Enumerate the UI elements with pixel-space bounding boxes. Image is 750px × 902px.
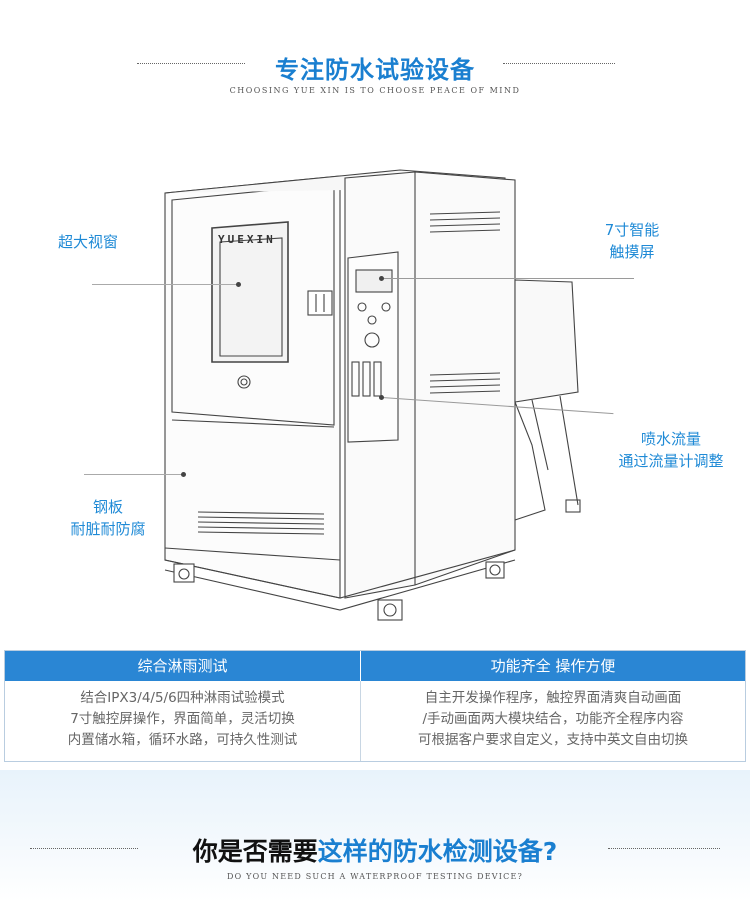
- question-highlight: 这样的防水检测设备?: [317, 837, 558, 866]
- callout-touchscreen: 7寸智能 触摸屏: [598, 219, 666, 263]
- callout-flow-line2: 通过流量计调整: [618, 452, 724, 470]
- leader-touchscreen-dot: [379, 276, 384, 281]
- feature-column-2: 功能齐全 操作方便 自主开发操作程序，触控界面清爽自动画面 /手动画面两大模块结…: [361, 651, 745, 761]
- callout-steel-line1: 钢板: [92, 498, 123, 516]
- callout-flow: 喷水流量 通过流量计调整: [606, 428, 736, 472]
- feature-line: /手动画面两大模块结合，功能齐全程序内容: [422, 711, 684, 727]
- question-part1: 你是否需要: [192, 837, 318, 866]
- leader-steel-dot: [181, 472, 186, 477]
- leader-flow-dot: [379, 395, 384, 400]
- callout-window: 超大视窗: [58, 233, 119, 251]
- feature-title-1: 综合淋雨测试: [5, 651, 360, 681]
- feature-column-1: 综合淋雨测试 结合IPX3/4/5/6四种淋雨试验模式 7寸触控屏操作，界面简单…: [5, 651, 360, 761]
- question-title: 你是否需要这样的防水检测设备?: [0, 832, 750, 868]
- feature-line: 可根据客户要求自定义，支持中英文自由切换: [418, 732, 688, 748]
- callout-flow-line1: 喷水流量: [640, 430, 701, 448]
- feature-line: 内置储水箱，循环水路，可持久性测试: [67, 732, 298, 748]
- feature-divider: [360, 681, 361, 761]
- header-divider: [360, 651, 361, 681]
- question-divider-right: [608, 848, 720, 849]
- question-divider-left: [30, 848, 138, 849]
- callout-touchscreen-line2: 触摸屏: [609, 243, 655, 261]
- feature-body-2: 自主开发操作程序，触控界面清爽自动画面 /手动画面两大模块结合，功能齐全程序内容…: [361, 681, 745, 751]
- bottom-banner: [0, 770, 750, 902]
- feature-line: 自主开发操作程序，触控界面清爽自动画面: [424, 690, 682, 706]
- feature-body-1: 结合IPX3/4/5/6四种淋雨试验模式 7寸触控屏操作，界面简单，灵活切换 内…: [5, 681, 360, 751]
- page-subtitle: CHOOSING YUE XIN IS TO CHOOSE PEACE OF M…: [229, 86, 521, 95]
- feature-table: 综合淋雨测试 结合IPX3/4/5/6四种淋雨试验模式 7寸触控屏操作，界面简单…: [4, 650, 746, 762]
- callout-steel-line2: 耐脏耐防腐: [70, 520, 146, 538]
- callout-touchscreen-line1: 7寸智能: [604, 221, 660, 239]
- page-title: 专注防水试验设备: [275, 56, 475, 84]
- divider-left: [137, 63, 245, 64]
- leader-steel: [84, 474, 184, 475]
- feature-line: 结合IPX3/4/5/6四种淋雨试验模式: [80, 690, 285, 706]
- question-subtitle: DO YOU NEED SUCH A WATERPROOF TESTING DE…: [227, 872, 523, 881]
- machine-brand: YUEXIN: [218, 233, 276, 246]
- divider-right: [503, 63, 615, 64]
- callout-steel: 钢板 耐脏耐防腐: [48, 496, 168, 540]
- leader-window-dot: [236, 282, 241, 287]
- feature-title-2: 功能齐全 操作方便: [361, 651, 745, 681]
- leader-window: [92, 284, 238, 285]
- feature-line: 7寸触控屏操作，界面简单，灵活切换: [70, 711, 295, 727]
- leader-touchscreen: [382, 278, 634, 279]
- question-row: 你是否需要这样的防水检测设备?: [0, 832, 750, 866]
- header-title-row: 专注防水试验设备: [0, 50, 750, 84]
